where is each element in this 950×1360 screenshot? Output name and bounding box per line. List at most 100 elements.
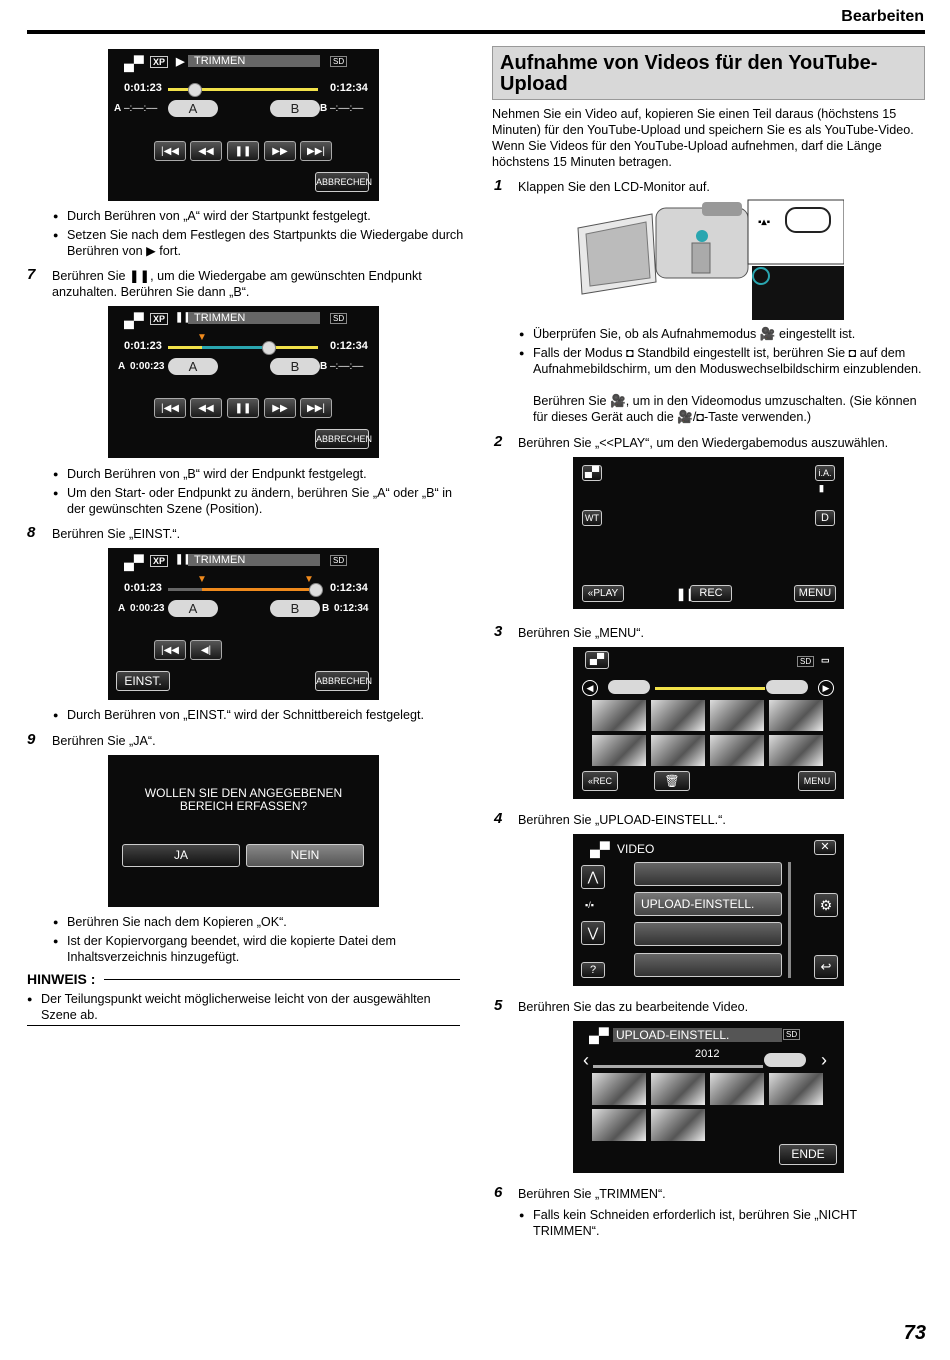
date-pill-left[interactable] bbox=[608, 680, 650, 694]
yes-button[interactable]: JA bbox=[122, 844, 240, 867]
upload-settings-screen: ▄▀ UPLOAD-EINSTELL. SD ‹ 2012 › ENDE bbox=[573, 1021, 844, 1173]
thumbnail[interactable] bbox=[651, 1109, 705, 1141]
step-number: 9 bbox=[27, 731, 36, 748]
confirm-screen: WOLLEN SIE DEN ANGEGEBENEN BEREICH ERFAS… bbox=[108, 755, 379, 907]
skip-forward-button[interactable]: ▶▶| bbox=[300, 398, 332, 418]
scroll-down-button[interactable]: ⋁ bbox=[581, 921, 605, 945]
bullet-item: Falls kein Schneiden erforderlich ist, b… bbox=[519, 1207, 893, 1239]
menu-item-4[interactable] bbox=[634, 953, 782, 977]
cancel-button[interactable]: ABBRECHEN bbox=[315, 172, 372, 192]
no-button[interactable]: NEIN bbox=[246, 844, 364, 867]
timeline-handle[interactable] bbox=[188, 83, 202, 97]
time-left: 0:01:23 bbox=[124, 582, 162, 594]
skip-back-button[interactable]: |◀◀ bbox=[154, 141, 186, 161]
menu-button[interactable]: MENU bbox=[794, 585, 836, 602]
camera-mode-button[interactable]: ▄▀ bbox=[582, 465, 602, 481]
a-label: A bbox=[114, 103, 122, 114]
forward-button[interactable]: ▶▶ bbox=[264, 141, 296, 161]
timeline-handle[interactable] bbox=[262, 341, 276, 355]
menu-item-3[interactable] bbox=[634, 922, 782, 946]
pause-button[interactable]: ❚❚ bbox=[227, 398, 259, 418]
menu-scrollbar[interactable] bbox=[788, 862, 791, 978]
cancel-button[interactable]: ABBRECHEN bbox=[315, 671, 372, 691]
thumbnail[interactable] bbox=[710, 700, 764, 731]
back-button[interactable]: ↩ bbox=[814, 955, 838, 979]
thumbnail[interactable] bbox=[651, 1073, 705, 1105]
battery-icon: ▮ bbox=[819, 483, 824, 493]
end-button[interactable]: ENDE bbox=[779, 1144, 837, 1165]
b-value: –:––:–– bbox=[330, 103, 364, 114]
ia-button[interactable]: i.A. bbox=[815, 465, 835, 481]
thumbnail[interactable] bbox=[710, 735, 764, 766]
forward-button[interactable]: ▶▶ bbox=[264, 398, 296, 418]
delete-button[interactable]: 🗑 bbox=[654, 771, 690, 791]
a-value: 0:00:23 bbox=[130, 603, 165, 614]
b-button[interactable]: B bbox=[270, 100, 320, 117]
thumbnail[interactable] bbox=[769, 735, 823, 766]
scroll-up-button[interactable]: ⋀ bbox=[581, 865, 605, 889]
b-button[interactable]: B bbox=[270, 600, 320, 617]
a-button[interactable]: A bbox=[168, 358, 218, 375]
rec-mode-button[interactable]: «REC bbox=[582, 771, 618, 791]
rewind-button[interactable]: ◀◀ bbox=[190, 141, 222, 161]
camera-mode-button[interactable]: ▄▀ bbox=[585, 651, 609, 669]
skip-back-button[interactable]: |◀◀ bbox=[154, 640, 186, 660]
timeline-bar[interactable] bbox=[168, 88, 318, 91]
skip-forward-button[interactable]: ▶▶| bbox=[300, 141, 332, 161]
close-button[interactable]: ✕ bbox=[814, 840, 836, 855]
menu-item-upload-settings[interactable]: UPLOAD-EINSTELL. bbox=[634, 892, 782, 916]
index-scrollbar[interactable] bbox=[655, 687, 765, 690]
b-label: B bbox=[320, 103, 328, 114]
screen-title: TRIMMEN bbox=[188, 554, 320, 566]
prev-arrow-icon[interactable]: ◀ bbox=[582, 680, 598, 696]
confirm-question-line2: BEREICH ERFASSEN? bbox=[179, 799, 308, 813]
note-text: Der Teilungspunkt weicht möglicherweise … bbox=[27, 991, 466, 1023]
d-button[interactable]: D bbox=[815, 510, 835, 526]
menu-item-1[interactable] bbox=[634, 862, 782, 886]
camera-icon: ▄▀ bbox=[124, 554, 144, 570]
rewind-button[interactable]: ◀◀ bbox=[190, 398, 222, 418]
thumbnail[interactable] bbox=[651, 700, 705, 731]
set-button[interactable]: EINST. bbox=[116, 671, 170, 691]
thumbnail[interactable] bbox=[769, 1073, 823, 1105]
next-arrow-icon[interactable]: ▶ bbox=[818, 680, 834, 696]
frame-back-button[interactable]: ◀| bbox=[190, 640, 222, 660]
b-label: B bbox=[322, 603, 330, 614]
bullet-item: Durch Berühren von „A“ wird der Startpun… bbox=[53, 208, 467, 224]
timeline-handle[interactable] bbox=[309, 583, 323, 597]
menu-button[interactable]: MENU bbox=[798, 771, 836, 791]
thumbnail[interactable] bbox=[592, 1073, 646, 1105]
b-button[interactable]: B bbox=[270, 358, 320, 375]
help-button[interactable]: ? bbox=[581, 962, 605, 978]
time-right: 0:12:34 bbox=[330, 340, 368, 352]
wt-button[interactable]: WT bbox=[582, 510, 602, 526]
a-button[interactable]: A bbox=[168, 100, 218, 117]
section-heading: Aufnahme von Videos für den YouTube- Upl… bbox=[492, 46, 925, 100]
cancel-button[interactable]: ABBRECHEN bbox=[315, 429, 372, 449]
thumbnail[interactable] bbox=[710, 1073, 764, 1105]
bullet-item: Durch Berühren von „EINST.“ wird der Sch… bbox=[53, 707, 467, 723]
timeline-selection bbox=[202, 588, 310, 591]
index-scrollbar[interactable] bbox=[593, 1065, 763, 1068]
thumbnail[interactable] bbox=[769, 700, 823, 731]
thumbnail[interactable] bbox=[592, 700, 646, 731]
date-pill-right[interactable] bbox=[766, 680, 808, 694]
b-value: 0:12:34 bbox=[334, 603, 369, 614]
prev-arrow-icon[interactable]: ‹ bbox=[583, 1050, 589, 1070]
a-label: A bbox=[118, 361, 126, 372]
thumbnail[interactable] bbox=[592, 735, 646, 766]
a-button[interactable]: A bbox=[168, 600, 218, 617]
thumbnail[interactable] bbox=[592, 1109, 646, 1141]
camera-icon: ▄▀ bbox=[589, 1027, 609, 1043]
rec-button[interactable]: REC bbox=[690, 585, 732, 602]
date-pill[interactable] bbox=[764, 1053, 806, 1067]
play-mode-button[interactable]: «PLAY bbox=[582, 585, 624, 602]
skip-back-button[interactable]: |◀◀ bbox=[154, 398, 186, 418]
sd-badge: SD bbox=[330, 56, 348, 67]
settings-button[interactable]: ⚙ bbox=[814, 893, 838, 917]
return-icon: ↩ bbox=[820, 959, 832, 974]
pause-button[interactable]: ❚❚ bbox=[227, 141, 259, 161]
next-arrow-icon[interactable]: › bbox=[821, 1050, 827, 1070]
camcorder-icon: ▪▴▪ bbox=[577, 199, 845, 320]
thumbnail[interactable] bbox=[651, 735, 705, 766]
